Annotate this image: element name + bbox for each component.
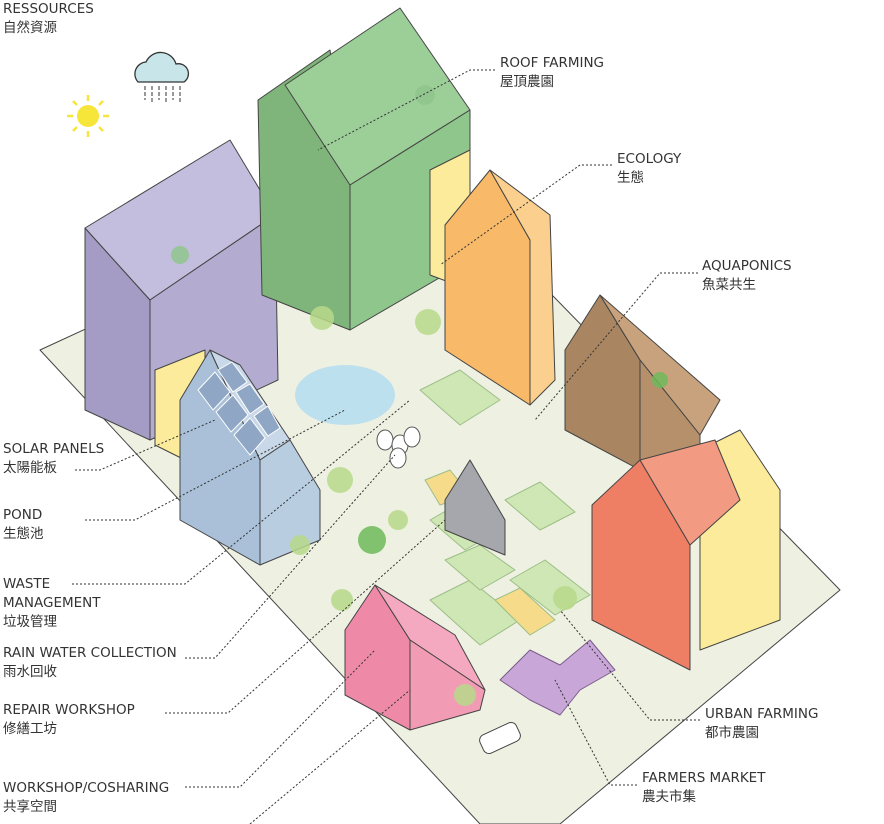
label-en: RESSOURCES <box>3 1 94 17</box>
label-resources: RESSOURCES 自然資源 <box>3 0 94 38</box>
label-en: WORKSHOP/COSHARING <box>3 780 170 796</box>
orange-house-side <box>489 169 556 406</box>
label-en: REPAIR WORKSHOP <box>3 702 135 718</box>
label-zh: 生態池 <box>3 526 44 542</box>
label-waste-management: WASTE MANAGEMENT 垃圾管理 <box>3 575 101 632</box>
label-rain-water: RAIN WATER COLLECTION 雨水回收 <box>3 644 177 682</box>
label-zh: 魚菜共生 <box>702 277 756 293</box>
label-zh: 雨水回收 <box>3 664 57 680</box>
label-zh: 生態 <box>617 170 644 186</box>
label-en: AQUAPONICS <box>702 258 792 274</box>
label-zh: 修繕工坊 <box>3 721 57 737</box>
gray-house <box>444 459 506 556</box>
label-en: POND <box>3 507 43 523</box>
label-farmers-market: FARMERS MARKET 農夫市集 <box>642 769 765 807</box>
label-en: WASTE <box>3 576 51 592</box>
pond <box>295 365 395 425</box>
label-en: SOLAR PANELS <box>3 441 105 457</box>
label-en: URBAN FARMING <box>705 706 819 722</box>
solar-panels <box>197 361 281 456</box>
leader-lines <box>72 69 700 824</box>
label-repair-workshop: REPAIR WORKSHOP 修繕工坊 <box>3 701 135 739</box>
label-zh: 自然資源 <box>3 20 57 36</box>
label-workshop-cosharing: WORKSHOP/COSHARING 共享空間 <box>3 779 169 817</box>
label-en: ROOF FARMING <box>500 55 605 71</box>
red-house-gable <box>591 459 691 671</box>
label-ecology: ECOLOGY 生態 <box>617 150 681 188</box>
trees <box>171 85 668 706</box>
car <box>479 721 521 755</box>
label-aquaponics: AQUAPONICS 魚菜共生 <box>702 257 792 295</box>
rain-cloud-icon <box>134 51 190 104</box>
label-en: FARMERS MARKET <box>642 770 766 786</box>
label-en: ECOLOGY <box>617 151 682 167</box>
label-zh: 農夫市集 <box>642 789 696 805</box>
label-en: RAIN WATER COLLECTION <box>3 645 177 661</box>
pink-house-wall <box>409 639 486 731</box>
label-zh: 都市農園 <box>705 725 759 741</box>
label-zh: 屋頂農園 <box>500 74 554 90</box>
sun-icon <box>67 95 109 137</box>
farmers-market-canopy <box>499 639 616 716</box>
label-roof-farming: ROOF FARMING 屋頂農園 <box>500 54 604 92</box>
label-zh: 太陽能板 <box>3 460 57 476</box>
label-solar-panels: SOLAR PANELS 太陽能板 <box>3 440 104 478</box>
label-urban-farming: URBAN FARMING 都市農園 <box>705 705 818 743</box>
water-tanks <box>376 426 421 469</box>
solar-house-wall <box>259 439 321 566</box>
red-house-side <box>639 439 741 546</box>
label-zh: 垃圾管理 <box>3 614 57 630</box>
label-zh: 共享空間 <box>3 799 57 815</box>
label-pond: POND 生態池 <box>3 506 44 544</box>
label-en-2: MANAGEMENT <box>3 595 101 611</box>
